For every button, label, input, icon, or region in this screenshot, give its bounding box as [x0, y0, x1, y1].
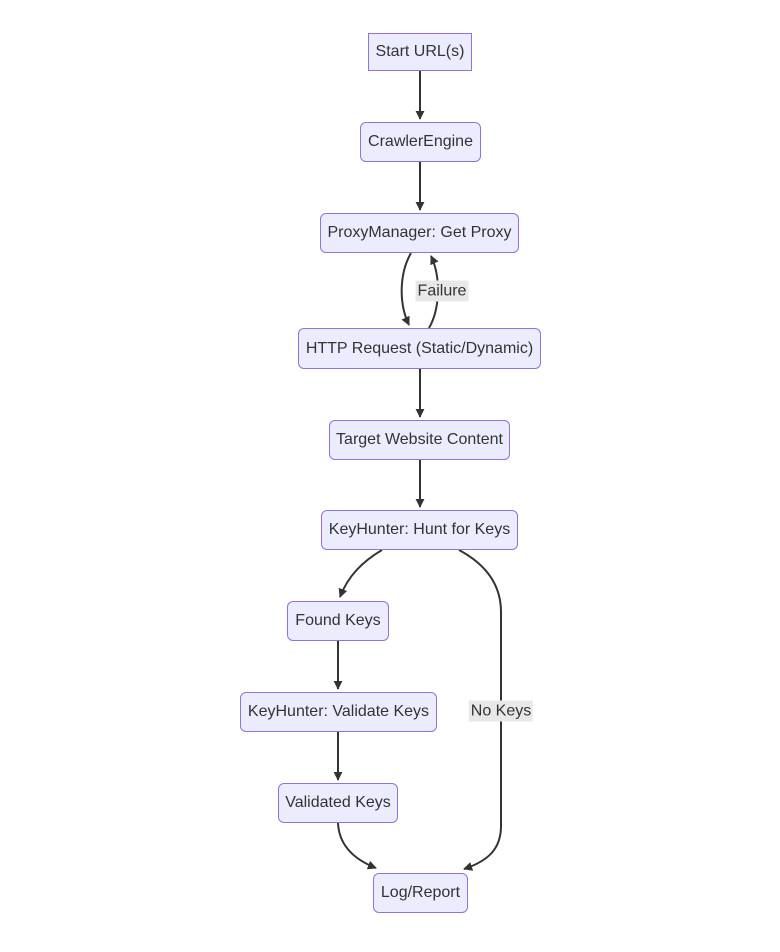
- node-http-request: HTTP Request (Static/Dynamic): [298, 328, 541, 369]
- node-crawler-engine: CrawlerEngine: [360, 122, 481, 162]
- edge-validated-to-log: [337, 822, 377, 870]
- edge-label-no-keys: No Keys: [468, 700, 534, 722]
- node-target-website-content: Target Website Content: [329, 420, 510, 460]
- edge-proxy-to-http: [400, 252, 412, 326]
- node-label: Found Keys: [295, 612, 381, 629]
- node-validated-keys: Validated Keys: [278, 783, 398, 823]
- node-label: Start URL(s): [375, 43, 465, 60]
- node-keyhunter-validate: KeyHunter: Validate Keys: [240, 692, 437, 732]
- node-found-keys: Found Keys: [287, 601, 389, 641]
- node-log-report: Log/Report: [373, 873, 468, 913]
- node-label: ProxyManager: Get Proxy: [327, 224, 512, 241]
- node-label: KeyHunter: Validate Keys: [247, 703, 430, 720]
- edge-label-failure: Failure: [415, 280, 469, 302]
- node-keyhunter-hunt: KeyHunter: Hunt for Keys: [321, 510, 518, 550]
- node-start-urls: Start URL(s): [368, 33, 472, 71]
- node-label: Target Website Content: [336, 431, 503, 448]
- node-label: HTTP Request (Static/Dynamic): [305, 339, 534, 357]
- edge-hunt-to-found: [338, 549, 383, 598]
- edge-hunt-to-log-nokeys: [458, 549, 502, 871]
- node-label: Validated Keys: [285, 794, 391, 811]
- node-proxy-manager: ProxyManager: Get Proxy: [320, 213, 519, 253]
- node-label: KeyHunter: Hunt for Keys: [328, 521, 511, 538]
- node-label: Log/Report: [380, 884, 461, 901]
- node-label: CrawlerEngine: [368, 133, 473, 150]
